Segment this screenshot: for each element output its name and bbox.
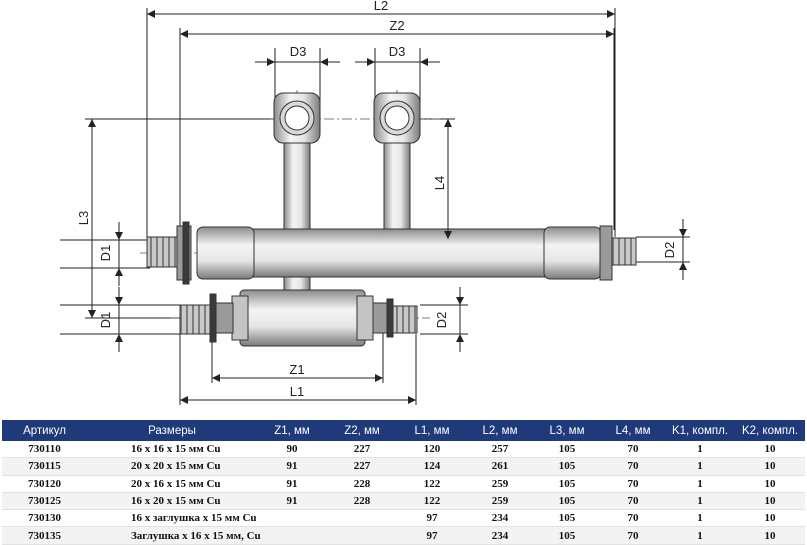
- dim-label-d1-lower: D1: [98, 312, 113, 329]
- cell-k1: 1: [665, 526, 735, 545]
- table-header-row: Артикул Размеры Z1, мм Z2, мм L1, мм L2,…: [2, 420, 805, 441]
- cell-l3: 105: [533, 509, 601, 528]
- header-l2: L2, мм: [467, 420, 533, 441]
- cell-l4: 70: [601, 509, 665, 528]
- cell-z2: [327, 526, 397, 545]
- manifold-illustration: [146, 92, 637, 347]
- cell-l4: 70: [601, 475, 665, 493]
- cell-k1: 1: [665, 475, 735, 493]
- cell-z1: 91: [257, 475, 327, 493]
- dim-label-d3-right: D3: [389, 44, 406, 59]
- cell-l4: 70: [601, 457, 665, 476]
- dim-label-d2-lower: D2: [434, 312, 449, 329]
- cell-l4: 70: [601, 441, 665, 459]
- cell-k2: 10: [735, 457, 805, 476]
- cell-l1: 122: [397, 492, 467, 511]
- cell-z2: 227: [327, 441, 397, 459]
- technical-drawing: L2 Z2 D3 D3 L3 L4 D1 D1 D2 D2 Z1 L1: [60, 0, 690, 405]
- dim-label-l2: L2: [374, 0, 388, 13]
- cell-article: 730130: [2, 509, 87, 528]
- cell-l3: 105: [533, 457, 601, 476]
- dimension-labels: L2 Z2 D3 D3 L3 L4 D1 D1 D2 D2 Z1 L1: [76, 0, 677, 399]
- cell-k2: 10: [735, 475, 805, 493]
- cell-k2: 10: [735, 492, 805, 511]
- header-z2: Z2, мм: [327, 420, 397, 441]
- header-k1: K1, компл.: [665, 420, 735, 441]
- cell-l1: 124: [397, 457, 467, 476]
- cell-size: 16 x заглушка x 15 мм Cu: [87, 509, 257, 528]
- cell-l2: 234: [467, 526, 533, 545]
- dim-label-l3: L3: [76, 211, 91, 225]
- cell-z1: [257, 526, 327, 545]
- dim-label-d3-left: D3: [290, 44, 307, 59]
- cell-z1: 91: [257, 492, 327, 511]
- cell-l2: 257: [467, 441, 533, 459]
- header-z1: Z1, мм: [257, 420, 327, 441]
- table-row: 730120 20 x 16 x 15 мм Cu 91 228 122 259…: [2, 475, 805, 493]
- cell-l1: 120: [397, 441, 467, 459]
- cell-size: Заглушка x 16 x 15 мм, Cu: [87, 526, 261, 545]
- cell-l4: 70: [601, 526, 665, 545]
- cell-k1: 1: [665, 441, 735, 459]
- cell-size: 16 x 16 x 15 мм Cu: [87, 441, 257, 459]
- cell-l2: 261: [467, 457, 533, 476]
- cell-z1: 91: [257, 457, 327, 476]
- table-row: 730115 20 x 20 x 15 мм Cu 91 227 124 261…: [2, 457, 805, 476]
- cell-article: 730120: [2, 475, 87, 493]
- header-l3: L3, мм: [533, 420, 601, 441]
- cell-z1: 90: [257, 441, 327, 459]
- cell-l4: 70: [601, 492, 665, 511]
- cell-k2: 10: [735, 526, 805, 545]
- cell-l3: 105: [533, 492, 601, 511]
- cell-l1: 97: [397, 509, 467, 528]
- cell-l3: 105: [533, 526, 601, 545]
- cell-l3: 105: [533, 441, 601, 459]
- table-row: 730125 16 x 20 x 15 мм Cu 91 228 122 259…: [2, 492, 805, 511]
- cell-l1: 97: [397, 526, 467, 545]
- cell-l2: 259: [467, 492, 533, 511]
- cell-k2: 10: [735, 441, 805, 459]
- cell-k1: 1: [665, 509, 735, 528]
- cell-article: 730110: [2, 441, 87, 459]
- cell-z2: 227: [327, 457, 397, 476]
- cell-article: 730125: [2, 492, 87, 511]
- header-article: Артикул: [2, 420, 87, 441]
- cell-z2: 228: [327, 492, 397, 511]
- header-l4: L4, мм: [601, 420, 665, 441]
- extension-lines: [60, 8, 690, 405]
- cell-k2: 10: [735, 509, 805, 528]
- dim-label-z1: Z1: [289, 362, 304, 377]
- header-k2: K2, компл.: [735, 420, 805, 441]
- cell-article: 730115: [2, 457, 87, 476]
- cell-z2: 228: [327, 475, 397, 493]
- header-l1: L1, мм: [397, 420, 467, 441]
- cell-size: 20 x 20 x 15 мм Cu: [87, 457, 257, 476]
- cell-z2: [327, 509, 397, 528]
- dim-label-d1-upper: D1: [98, 245, 113, 262]
- dimension-lines: [88, 10, 687, 404]
- cell-size: 20 x 16 x 15 мм Cu: [87, 475, 257, 493]
- header-size: Размеры: [87, 420, 257, 441]
- cell-k1: 1: [665, 457, 735, 476]
- spec-table: Артикул Размеры Z1, мм Z2, мм L1, мм L2,…: [2, 420, 805, 545]
- cell-l2: 234: [467, 509, 533, 528]
- table-row: 730135 Заглушка x 16 x 15 мм, Cu 97 234 …: [2, 526, 805, 545]
- dim-label-l1: L1: [290, 384, 304, 399]
- cell-k1: 1: [665, 492, 735, 511]
- cell-z1: [257, 509, 327, 528]
- dim-label-d2-upper: D2: [662, 242, 677, 259]
- cell-l3: 105: [533, 475, 601, 493]
- dim-label-l4: L4: [432, 176, 447, 190]
- cell-article: 730135: [2, 526, 87, 545]
- table-row: 730130 16 x заглушка x 15 мм Cu 97 234 1…: [2, 509, 805, 528]
- cell-size: 16 x 20 x 15 мм Cu: [87, 492, 257, 511]
- cell-l1: 122: [397, 475, 467, 493]
- table-row: 730110 16 x 16 x 15 мм Cu 90 227 120 257…: [2, 441, 805, 459]
- dim-label-z2: Z2: [389, 18, 404, 33]
- cell-l2: 259: [467, 475, 533, 493]
